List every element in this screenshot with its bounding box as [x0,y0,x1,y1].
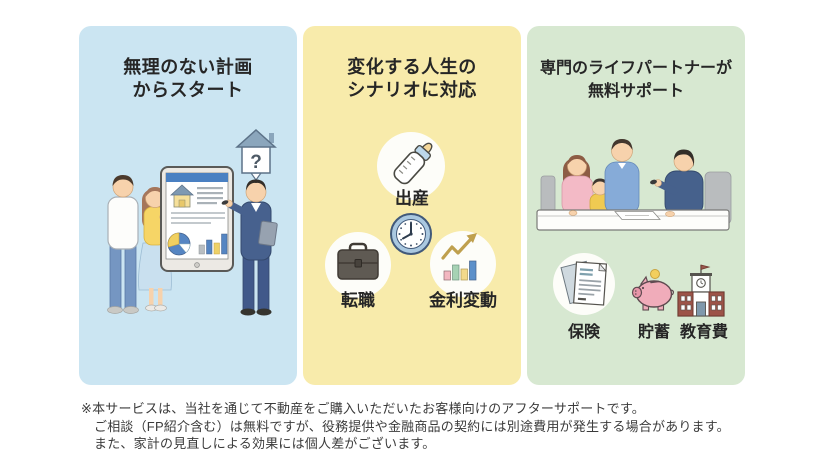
man-figure [107,175,139,314]
clock-icon [390,213,432,255]
label-insurance: 保険 [567,324,600,341]
question-mark: ? [250,152,262,173]
disclaimer-note: ※本サービスは、当社を通じて不動産をご購入いただいたお客様向けのアフターサポート… [81,400,781,453]
documents-on-table [614,211,661,220]
label-childbirth: 出産 [395,189,429,208]
label-job-change: 転職 [341,291,375,310]
label-savings: 貯蓄 [637,324,670,341]
panel-free-support: 専門のライフパートナーが 無料サポート [527,26,745,385]
father-figure [604,139,640,215]
disclaimer-line-3: また、家計の見直しによる効果には個人差がございます。 [94,436,436,451]
panel-easy-plan-title: 無理のない計画 からスタート [123,57,253,100]
disclaimer-line-1: ※本サービスは、当社を通じて不動産をご購入いただいたお客様向けのアフターサポート… [81,401,645,416]
panel-life-scenarios-title: 変化する人生の シナリオに対応 [347,57,477,100]
panel-life-scenarios: 変化する人生の シナリオに対応 [303,26,521,385]
pie-chart-on-screen-icon [167,232,191,256]
school-icon [677,264,725,317]
insurance-documents-icon [553,253,615,315]
tablet-screen [160,166,234,272]
woman-figure [138,187,172,312]
house-on-screen-icon [169,184,195,208]
bar-chart-on-screen-icon [198,233,228,255]
coin-icon [650,269,660,279]
chair-right [704,171,732,225]
advisor-figure [221,179,278,316]
consultant-figure [650,149,704,216]
child-figure [589,178,620,215]
meeting-table [536,209,730,231]
label-education-cost: 教育費 [679,324,728,341]
label-interest-rate: 金利変動 [429,291,497,310]
mother-figure [561,155,606,215]
panel-free-support-title: 専門のライフパートナーが 無料サポート [539,60,732,100]
panel-easy-plan: 無理のない計画 からスタート ? [79,26,297,385]
disclaimer-line-2: ご相談（FP紹介含む）は無料ですが、役務提供や金融商品の契約には別途費用が発生す… [94,418,730,434]
house-question-icon: ? [235,128,277,182]
chair-left [540,175,556,223]
piggy-bank-icon [631,269,675,311]
